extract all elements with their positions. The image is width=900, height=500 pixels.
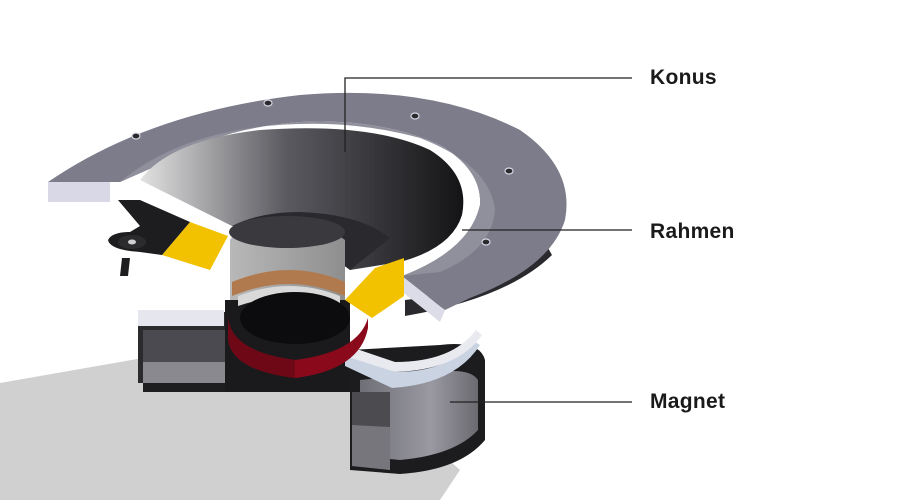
leader-lines	[344, 77, 632, 403]
spider-right	[345, 258, 404, 318]
konus-leader-line	[344, 77, 632, 152]
voice-coil-winding	[232, 270, 345, 296]
screw-holes	[131, 99, 514, 246]
label-konus: Konus	[650, 66, 717, 89]
frame-inner-ring	[120, 121, 495, 276]
terminal-bracket	[108, 200, 190, 276]
frame	[48, 92, 567, 310]
dust-cap	[229, 216, 345, 248]
label-rahmen: Rahmen	[650, 220, 735, 243]
spider-left	[162, 222, 228, 270]
label-magnet: Magnet	[650, 390, 726, 413]
center-hole	[240, 292, 350, 344]
